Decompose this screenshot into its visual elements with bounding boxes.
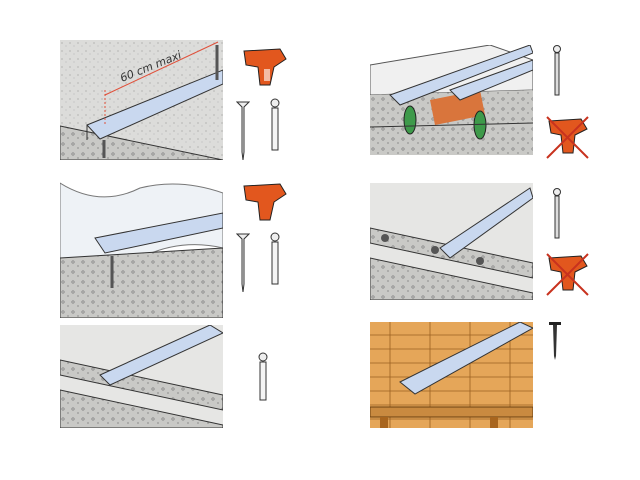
panel-screed-anchor — [60, 325, 223, 428]
panel-screed-hollow-core — [370, 183, 533, 300]
panel-wood-floor — [370, 322, 533, 428]
wood-screw-icon — [549, 322, 561, 362]
nail-gun-icon — [240, 45, 290, 90]
screw-icon — [551, 188, 563, 240]
anchor-screw-icon — [268, 98, 282, 153]
nail-icon — [236, 232, 250, 294]
panel-concrete-under-insulation — [60, 178, 223, 318]
nail-gun-crossed-icon — [545, 252, 590, 297]
anchor-screw-icon — [268, 232, 282, 287]
screw-icon — [551, 45, 563, 97]
nail-gun-crossed-icon — [545, 115, 590, 160]
anchor-screw-icon — [256, 352, 270, 402]
panel-concrete-floor-spacing: 60 cm maxi — [60, 40, 223, 160]
nail-icon — [236, 100, 250, 162]
nail-gun-icon — [240, 180, 290, 225]
panel-hollow-floor-dowel — [370, 45, 533, 155]
